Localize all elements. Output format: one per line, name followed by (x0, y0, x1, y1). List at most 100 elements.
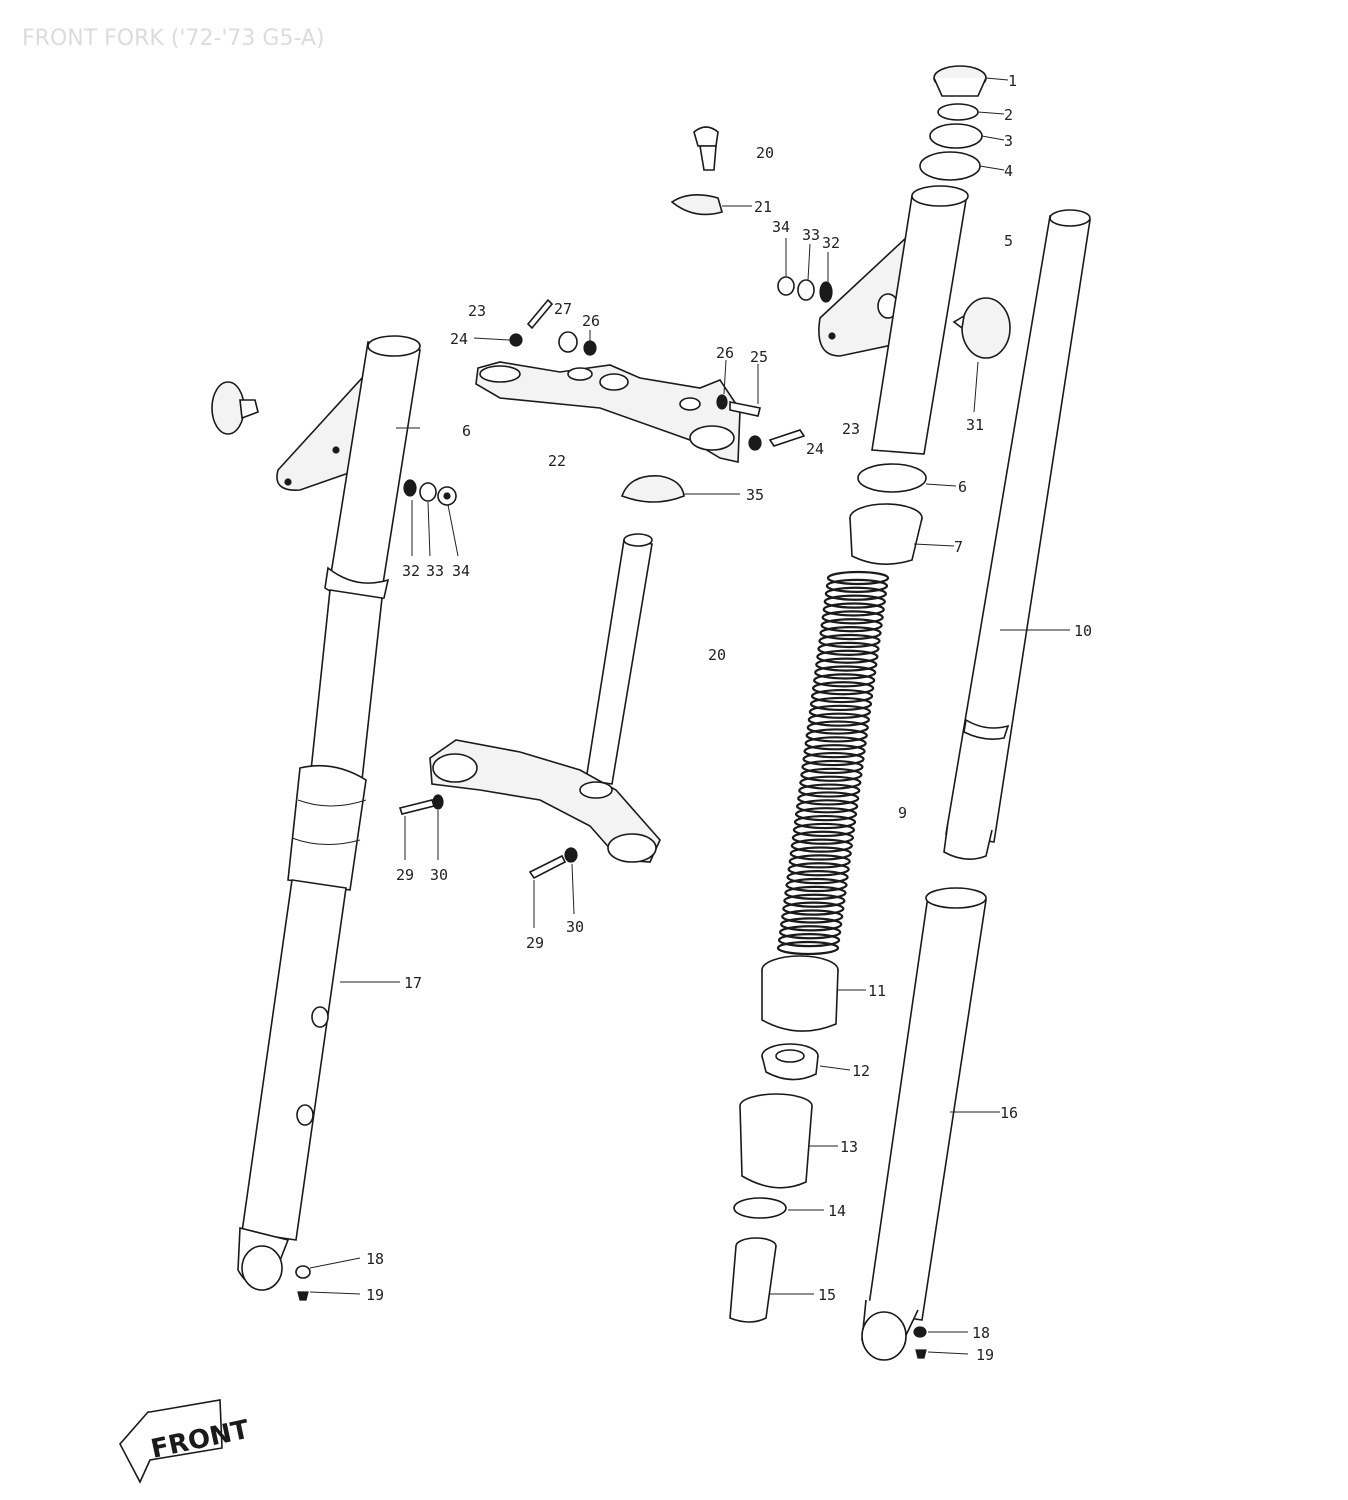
spring-coil (792, 822, 856, 838)
right-drain-washer (913, 1326, 927, 1338)
fork-bushing (739, 1093, 813, 1189)
callout-24-top: 24 (450, 330, 468, 348)
spring-coil (805, 728, 868, 743)
spring-coil (823, 594, 886, 609)
front-direction-arrow: FRONT (119, 1399, 252, 1484)
callout-31: 31 (966, 416, 984, 434)
washer-upper (929, 123, 983, 149)
callout-32-left: 32 (402, 562, 420, 580)
left-outer-leg (237, 879, 347, 1291)
spring-coil (819, 626, 882, 641)
spring-coil (801, 759, 864, 775)
left-inner-tube (309, 589, 383, 781)
lock-nut (761, 1043, 819, 1081)
callout-33-left: 33 (426, 562, 444, 580)
damper-cylinder (729, 1237, 777, 1323)
callout-3: 3 (1004, 132, 1013, 150)
callout-34-right: 34 (772, 218, 790, 236)
callout-29-left: 29 (396, 866, 414, 884)
callout-2: 2 (1004, 106, 1013, 124)
spring-coil (797, 791, 860, 806)
spring-coil (810, 688, 874, 704)
callout-33-right: 33 (802, 226, 820, 244)
spring-coil (780, 917, 843, 932)
callout-23-left: 23 (468, 302, 486, 320)
right-drain-screw (915, 1349, 927, 1359)
lower-bracket-bolts (398, 794, 578, 880)
spring-coil (799, 775, 862, 790)
spring-coil (808, 704, 872, 719)
spring-coil (812, 681, 875, 696)
spring-coil (809, 696, 873, 712)
circlip (733, 1197, 787, 1219)
spring-coil (826, 570, 890, 586)
spring-coil (784, 885, 847, 900)
callout-15: 15 (818, 1286, 836, 1304)
diagram-title: FRONT FORK ('72-'73 G5-A) (22, 26, 325, 51)
spring-coil (800, 767, 863, 782)
spring-coil (803, 744, 866, 759)
right-fork-cover (871, 185, 969, 455)
callout-18-left: 18 (366, 1250, 384, 1268)
spring-coil (816, 649, 879, 664)
right-inner-tube (943, 209, 1091, 860)
left-nut-washer-set (403, 479, 457, 506)
spring-coil (802, 751, 865, 767)
callout-1: 1 (1008, 72, 1017, 90)
steering-stem (585, 533, 653, 785)
callout-10: 10 (1074, 622, 1092, 640)
bracket-bolt-top (693, 126, 719, 171)
callout-13: 13 (840, 1138, 858, 1156)
spring-coil (807, 712, 870, 727)
callout-24-right: 24 (806, 440, 824, 458)
left-reflector (211, 381, 259, 435)
spring-coil (798, 783, 861, 798)
callout-30-lower: 30 (566, 918, 584, 936)
spring-coil (817, 641, 880, 656)
spring-coil (818, 633, 881, 649)
spring-coil (806, 720, 869, 735)
spring-coil (813, 673, 876, 688)
left-fork-assembly (211, 335, 457, 1301)
callout-14: 14 (828, 1202, 846, 1220)
callout-12: 12 (852, 1062, 870, 1080)
o-ring (937, 103, 979, 121)
washer-lower (919, 151, 981, 181)
callout-20-stem: 20 (708, 646, 726, 664)
upper-bracket-hardware (509, 298, 806, 451)
spring-coil (783, 893, 846, 908)
fork-spring (776, 570, 890, 956)
spring-coil (796, 799, 859, 814)
callout-35: 35 (746, 486, 764, 504)
callout-26-top: 26 (582, 312, 600, 330)
bracket-washer-top (670, 194, 723, 216)
callout-29-lower: 29 (526, 934, 544, 952)
callout-5: 5 (1004, 232, 1013, 250)
spring-coil (793, 814, 857, 830)
callout-18-right: 18 (972, 1324, 990, 1342)
callout-27: 27 (554, 300, 572, 318)
spring-coil (789, 846, 852, 861)
callout-21: 21 (754, 198, 772, 216)
left-drain-washer (295, 1265, 311, 1279)
lower-fork-bracket (429, 739, 661, 863)
callout-17: 17 (404, 974, 422, 992)
callout-16: 16 (1000, 1104, 1018, 1122)
spring-coil (814, 665, 877, 680)
spring-coil (787, 862, 850, 877)
oil-seal (761, 955, 839, 1032)
callout-9: 9 (898, 804, 907, 822)
callout-numbers: 1 2 3 4 5 20 21 34 33 32 23 27 24 26 26 … (366, 72, 1092, 1364)
spring-coil (804, 736, 867, 751)
callout-32-right: 32 (822, 234, 840, 252)
spring-coil (824, 586, 887, 601)
leader-lines (309, 77, 1070, 1355)
top-cap-bolt (933, 65, 987, 97)
callout-23-right: 23 (842, 420, 860, 438)
right-reflector (952, 297, 1011, 359)
spring-coil (820, 618, 883, 633)
left-drain-screw (297, 1291, 309, 1301)
callout-25: 25 (750, 348, 768, 366)
stem-cap (620, 475, 685, 503)
